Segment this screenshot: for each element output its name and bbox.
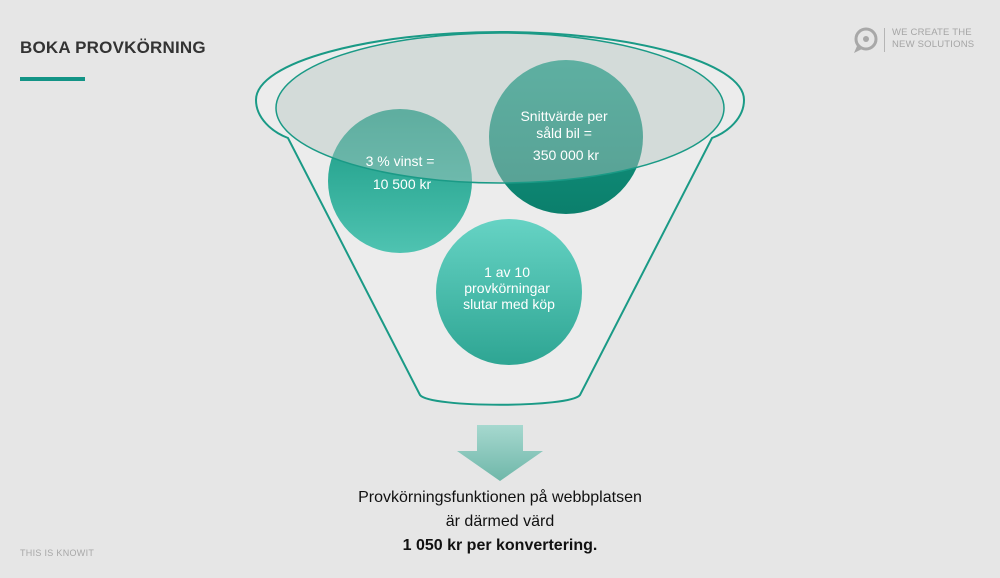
title-underline <box>20 77 85 81</box>
brand-logo: WE CREATE THE NEW SOLUTIONS <box>852 26 992 54</box>
logo-tagline: WE CREATE THE NEW SOLUTIONS <box>892 27 974 51</box>
profit-circle-line1: 3 % vinst = <box>366 153 435 169</box>
logo-tagline-line2: NEW SOLUTIONS <box>892 39 975 50</box>
conclusion-line2: är därmed värd <box>445 513 555 530</box>
average-value-circle <box>489 60 643 214</box>
conversion-line2: provkörningar <box>464 280 550 296</box>
profit-circle <box>328 109 472 253</box>
average-value-line3: 350 000 kr <box>533 147 599 163</box>
conversion-circle <box>436 219 582 365</box>
conversion-line1: 1 av 10 <box>484 264 530 280</box>
location-pin-icon <box>854 27 878 53</box>
conversion-line3: slutar med köp <box>463 296 555 312</box>
profit-circle-label: 3 % vinst = 10 500 kr <box>366 153 439 192</box>
conclusion-value: 1 050 kr per konvertering. <box>402 537 598 554</box>
footer-text: THIS IS KNOWIT <box>20 548 95 558</box>
average-value-line1: Snittvärde per <box>520 108 607 124</box>
conclusion-line1: Provkörningsfunktionen på webbplatsen <box>358 489 642 506</box>
average-value-line2: såld bil = <box>536 125 592 141</box>
down-arrow-icon <box>457 425 543 481</box>
logo-tagline-line1: WE CREATE THE <box>892 27 972 38</box>
average-value-circle-label: Snittvärde per såld bil = 350 000 kr <box>520 108 611 163</box>
profit-circle-line2: 10 500 kr <box>373 176 432 192</box>
funnel-mouth <box>275 32 725 184</box>
slide-title: BOKA PROVKÖRNING <box>20 38 206 57</box>
conversion-circle-label: 1 av 10 provkörningar slutar med köp <box>463 264 555 312</box>
conclusion-text: Provkörningsfunktionen på webbplatsen är… <box>300 486 700 558</box>
logo-separator <box>884 28 885 52</box>
